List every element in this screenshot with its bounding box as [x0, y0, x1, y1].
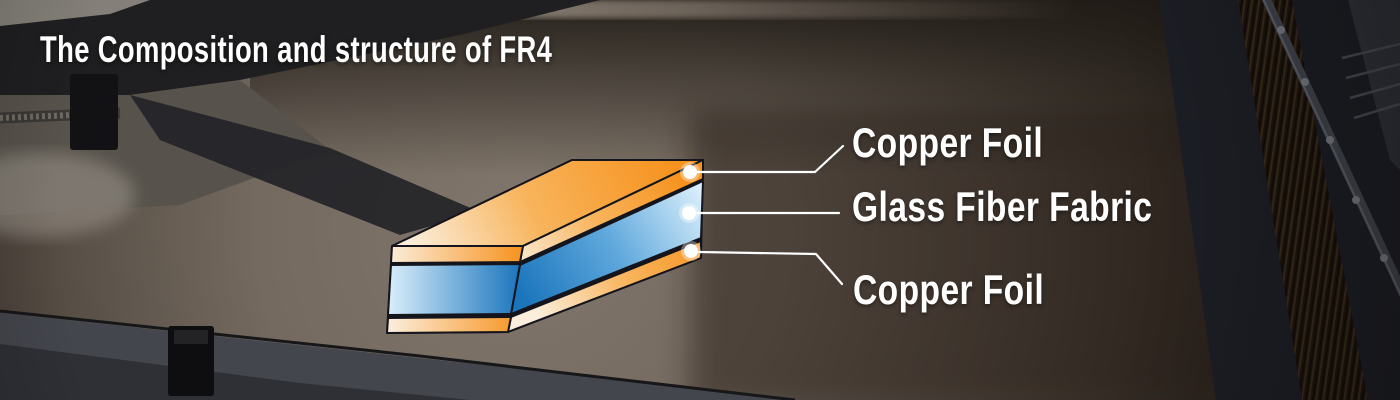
- callouts: [679, 144, 845, 286]
- callout-line-copper-bottom: [697, 250, 844, 286]
- layer-copper-foil-bottom-front: [386, 316, 512, 334]
- layer-label-copper-foil-top: Copper Foil: [852, 119, 1044, 166]
- callout-dot-copper-bottom: [681, 241, 701, 261]
- layer-label-copper-foil-bottom: Copper Foil: [853, 266, 1045, 313]
- layer-copper-foil-top-front: [390, 245, 524, 264]
- callout-dot-glass-fiber: [679, 203, 699, 223]
- callout-dot-copper-top: [680, 162, 700, 182]
- layer-glass-fiber-front: [387, 263, 521, 316]
- callout-line-copper-top: [696, 144, 845, 174]
- fr4-layer-stack-illustration: [386, 159, 704, 334]
- layer-label-glass-fiber-fabric: Glass Fiber Fabric: [852, 183, 1153, 230]
- banner-title: The Composition and structure of FR4: [40, 29, 553, 70]
